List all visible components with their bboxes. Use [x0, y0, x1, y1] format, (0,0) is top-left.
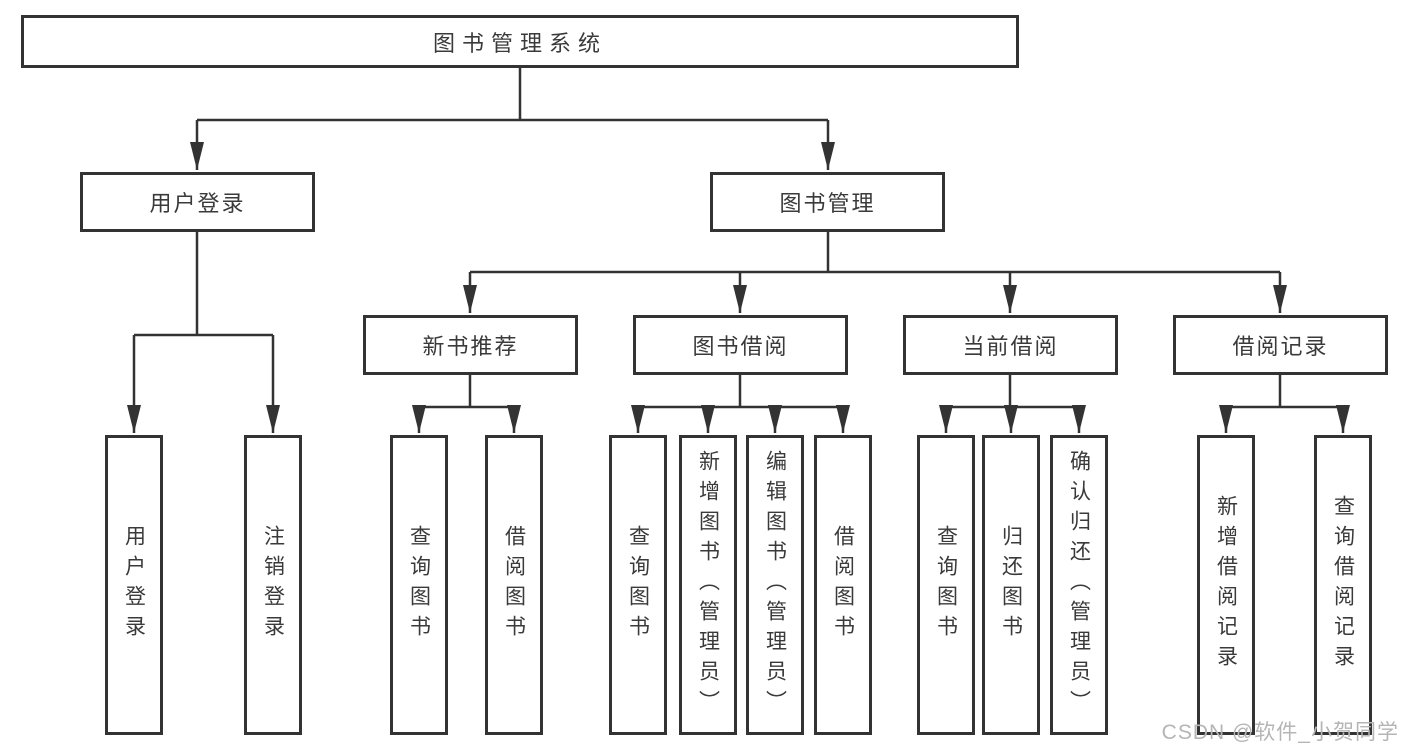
leaf-label: 查询图书 [626, 525, 650, 645]
connector-bookmgmt-to-level3 [470, 232, 1280, 274]
leaf-label: 注销登录 [261, 525, 285, 645]
connector-userlogin-to-leaves [134, 232, 273, 337]
leaf-record-query-borrow-record: 查询借阅记录 [1314, 435, 1372, 735]
leaf-current-confirm-return-admin: 确认归还（管理员） [1050, 435, 1108, 735]
leaf-record-add-borrow-record: 新增借阅记录 [1197, 435, 1255, 735]
leaf-current-return-books: 归还图书 [982, 435, 1040, 735]
leaf-label: 查询图书 [934, 525, 958, 645]
leaf-label: 编辑图书（管理员） [763, 450, 787, 720]
leaf-label: 借阅图书 [502, 525, 526, 645]
connector-bookborrow-to-leaves [638, 375, 843, 409]
node-label: 当前借阅 [962, 334, 1059, 359]
leaf-label: 新增借阅记录 [1214, 495, 1238, 675]
csdn-watermark: CSDN @软件_小贺同学 [1161, 721, 1399, 744]
leaf-borrow-borrow-books: 借阅图书 [814, 435, 872, 735]
node-label: 借阅记录 [1232, 334, 1329, 359]
node-label: 图书管理 [779, 191, 876, 216]
node-label: 图书借阅 [692, 334, 789, 359]
leaf-label: 查询借阅记录 [1331, 495, 1355, 675]
node-current-borrowing: 当前借阅 [903, 315, 1118, 375]
leaf-label: 确认归还（管理员） [1067, 450, 1091, 720]
connector-currentborrow-to-leaves [946, 375, 1079, 409]
leaf-label: 归还图书 [999, 525, 1023, 645]
node-book-management: 图书管理 [710, 172, 945, 232]
node-user-login: 用户登录 [80, 172, 315, 232]
leaf-label: 新增图书（管理员） [696, 450, 720, 720]
node-label: 用户登录 [149, 191, 246, 216]
connector-root-to-level2 [197, 68, 828, 122]
leaf-label: 借阅图书 [831, 525, 855, 645]
leaf-borrow-edit-books-admin: 编辑图书（管理员） [746, 435, 804, 735]
leaf-logout: 注销登录 [244, 435, 302, 735]
leaf-borrow-query-books: 查询图书 [609, 435, 667, 735]
leaf-current-query-books: 查询图书 [917, 435, 975, 735]
leaf-label: 查询图书 [407, 525, 431, 645]
connector-borrowrecord-to-leaves [1226, 375, 1343, 409]
node-label: 图书管理系统 [432, 30, 607, 56]
node-borrowing-records: 借阅记录 [1173, 315, 1388, 375]
connector-newbook-to-leaves [419, 375, 514, 409]
node-book-borrowing: 图书借阅 [633, 315, 848, 375]
leaf-newbook-query-books: 查询图书 [390, 435, 448, 735]
node-library-management-system: 图书管理系统 [21, 15, 1019, 68]
leaf-newbook-borrow-books: 借阅图书 [485, 435, 543, 735]
leaf-label: 用户登录 [122, 525, 146, 645]
node-new-book-recommendation: 新书推荐 [363, 315, 578, 375]
leaf-borrow-add-books-admin: 新增图书（管理员） [679, 435, 737, 735]
leaf-user-login: 用户登录 [105, 435, 163, 735]
node-label: 新书推荐 [422, 334, 519, 359]
